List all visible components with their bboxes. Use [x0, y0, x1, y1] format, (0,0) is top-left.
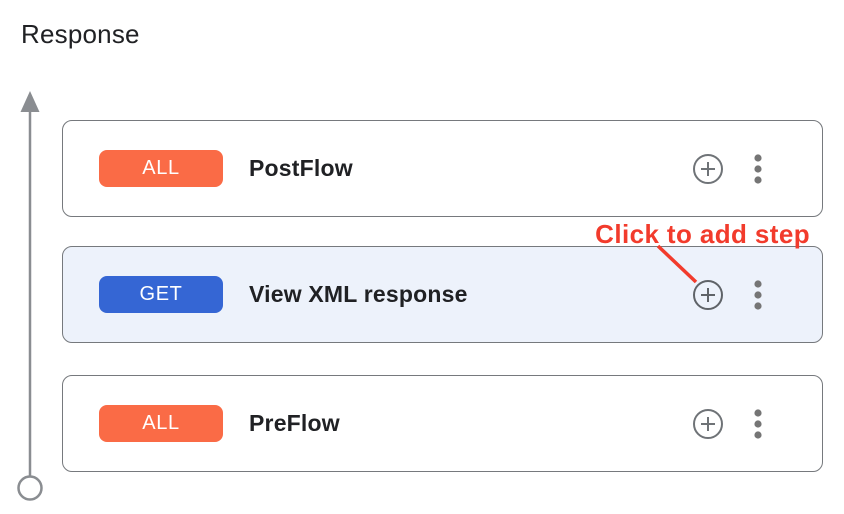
plus-circle-icon	[693, 279, 723, 310]
kebab-menu-icon	[754, 153, 762, 184]
method-badge: ALL	[99, 150, 223, 187]
flow-name: PostFlow	[249, 155, 353, 181]
flow-name: PreFlow	[249, 410, 340, 436]
kebab-menu-icon	[754, 408, 762, 439]
flow-card-postflow[interactable]: ALL PostFlow	[62, 120, 823, 217]
flow-name: View XML response	[249, 281, 468, 307]
plus-circle-icon	[693, 153, 723, 184]
arrowhead-icon	[20, 91, 40, 112]
more-options-button[interactable]	[742, 279, 774, 311]
flow-start-circle	[17, 475, 43, 501]
more-options-button[interactable]	[742, 153, 774, 185]
method-badge: ALL	[99, 405, 223, 442]
page-title: Response	[21, 19, 140, 49]
plus-circle-icon	[693, 408, 723, 439]
flow-card-preflow[interactable]: ALL PreFlow	[62, 375, 823, 472]
annotation-label: Click to add step	[595, 219, 810, 249]
add-step-button[interactable]	[692, 153, 724, 185]
more-options-button[interactable]	[742, 408, 774, 440]
card-actions	[692, 279, 774, 311]
flow-direction-arrow	[17, 91, 43, 501]
add-step-button[interactable]	[692, 408, 724, 440]
card-actions	[692, 153, 774, 185]
method-badge: GET	[99, 276, 223, 313]
flow-card-view-xml-response[interactable]: GET View XML response	[62, 246, 823, 343]
card-actions	[692, 408, 774, 440]
add-step-button[interactable]	[692, 279, 724, 311]
kebab-menu-icon	[754, 279, 762, 310]
